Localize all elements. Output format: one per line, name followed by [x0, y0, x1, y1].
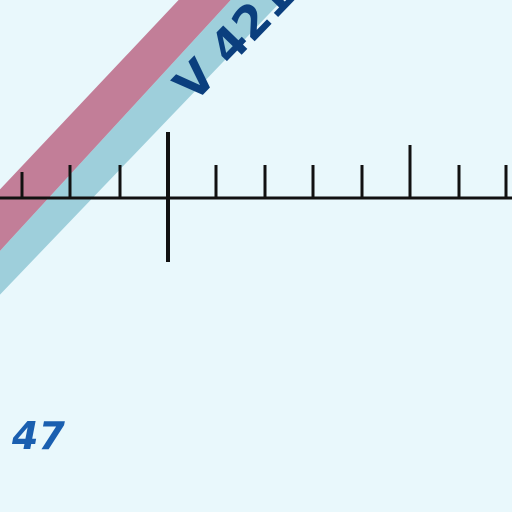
airway-band-blue	[0, 0, 283, 295]
number-label: 47	[11, 414, 65, 458]
route-line	[0, 132, 512, 262]
